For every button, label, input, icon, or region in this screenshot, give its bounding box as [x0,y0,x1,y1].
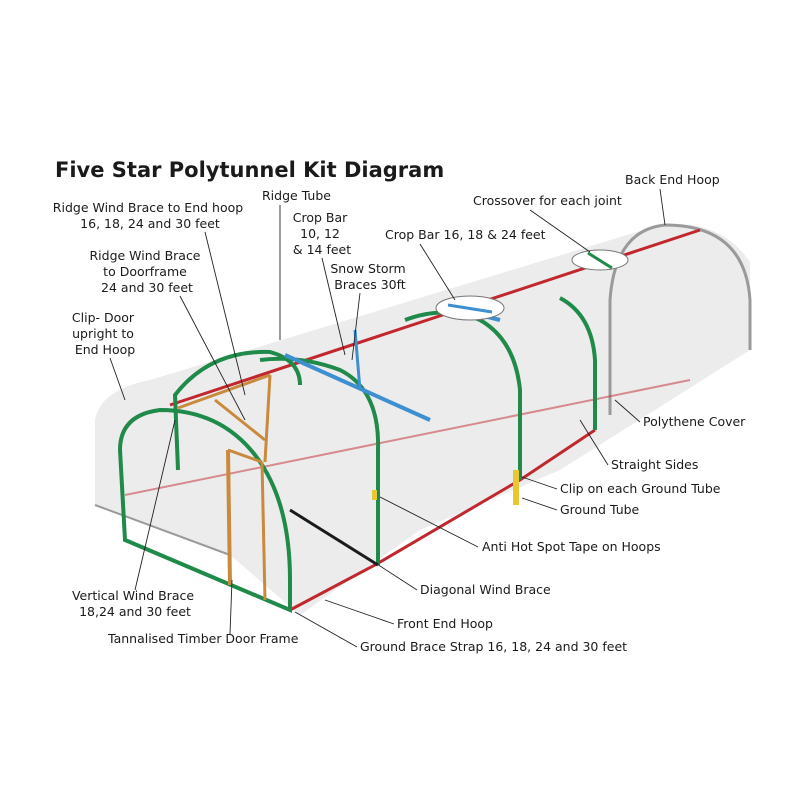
ground-tube-clip [513,470,519,505]
hoop-1 [172,349,302,471]
hoop-4 [559,296,597,430]
front-ground [124,538,291,612]
diagram-title: Five Star Polytunnel Kit Diagram [55,158,444,182]
label-front-end-hoop: Front End Hoop [397,616,493,631]
ridge-wind-brace-end [177,373,271,410]
label-ground-tube: Ground Tube [560,502,640,517]
label-crop-bar-large: Crop Bar 16, 18 & 24 feet [385,227,546,242]
label-crossover: Crossover for each joint [473,193,622,208]
vertical-wind-brace [263,374,272,463]
label-ridge-tube: Ridge Tube [262,188,331,203]
label-timber-door: Tannalised Timber Door Frame [107,631,299,646]
hoop-2 [259,356,381,565]
label-clip-ground: Clip on each Ground Tube [560,481,721,496]
far-side-ground [94,504,231,556]
timber-door-frame [226,448,267,601]
label-back-end-hoop: Back End Hoop [625,172,720,187]
front-end-hoop [117,407,292,614]
labels: Ridge Wind Brace to End hoop 16, 18, 24 … [53,172,746,654]
ground-brace-strap [289,428,596,612]
ridge-wind-brace-door [214,398,266,442]
label-clip-door: Clip- Door upright to End Hoop [72,310,138,357]
label-vertical-wind: Vertical Wind Brace 18,24 and 30 feet [72,588,198,619]
polytunnel-illustration [94,223,752,615]
label-ground-strap: Ground Brace Strap 16, 18, 24 and 30 fee… [360,639,627,654]
label-ridge-wind-end: Ridge Wind Brace to End hoop 16, 18, 24 … [53,200,247,231]
hoop-3 [404,310,522,480]
label-anti-hot-spot: Anti Hot Spot Tape on Hoops [482,539,661,554]
diagonal-wind-brace [289,508,379,567]
anti-hot-spot-clip [372,490,377,500]
label-diagonal-wind: Diagonal Wind Brace [420,582,551,597]
crop-bar-small [284,353,431,422]
label-ridge-wind-door: Ridge Wind Brace to Doorframe 24 and 30 … [89,248,204,295]
label-straight-sides: Straight Sides [611,457,698,472]
label-polythene: Polythene Cover [643,414,746,429]
label-snow-storm: Snow Storm Braces 30ft [330,261,409,292]
snow-storm-brace [353,329,362,391]
label-crop-bar-small: Crop Bar 10, 12 & 14 feet [293,210,352,257]
